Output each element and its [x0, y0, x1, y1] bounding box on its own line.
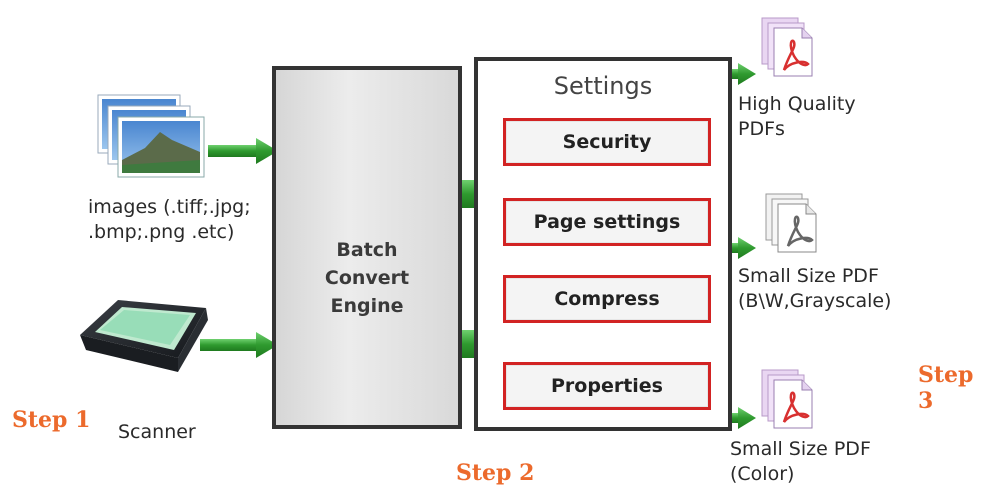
- settings-title: Settings: [553, 72, 653, 100]
- output-label-small-bw: Small Size PDF (B\W,Grayscale): [738, 264, 891, 314]
- input-arrow-scanner: [200, 332, 278, 358]
- output-label-1-line2: PDFs: [738, 118, 785, 140]
- output-label-3-line1: Small Size PDF: [730, 438, 871, 460]
- batch-convert-engine-box: [272, 66, 462, 429]
- pdf-document-icon: [765, 193, 817, 253]
- output-label-high-quality: High Quality PDFs: [738, 92, 856, 142]
- engine-label-line1: Batch: [336, 239, 398, 261]
- images-label-line1: images (.tiff;.jpg;: [88, 196, 251, 218]
- pdf-document-icon: [761, 17, 813, 77]
- images-label-line2: .bmp;.png .etc): [88, 221, 235, 243]
- page-settings-setting[interactable]: Page settings: [503, 198, 711, 246]
- output-label-3-line2: (Color): [730, 463, 795, 485]
- output-label-2-line1: Small Size PDF: [738, 265, 879, 287]
- properties-setting[interactable]: Properties: [503, 362, 711, 410]
- engine-label-line3: Engine: [330, 295, 404, 317]
- output-label-1-line1: High Quality: [738, 93, 856, 115]
- input-arrow-images: [208, 138, 278, 164]
- pdf-document-icon: [761, 369, 813, 429]
- engine-label: Batch Convert Engine: [272, 236, 462, 320]
- output-label-2-line2: (B\W,Grayscale): [738, 290, 892, 312]
- photo-stack-icon: [97, 94, 205, 178]
- step-2-label: Step 2: [456, 460, 535, 486]
- images-label: images (.tiff;.jpg; .bmp;.png .etc): [88, 195, 251, 245]
- compress-setting[interactable]: Compress: [503, 275, 711, 323]
- scanner-icon: [80, 300, 208, 372]
- step-3-label: Step 3: [918, 362, 974, 414]
- scanner-label: Scanner: [118, 421, 196, 443]
- step-1-label: Step 1: [12, 407, 91, 433]
- engine-label-line2: Convert: [324, 267, 410, 289]
- output-label-small-color: Small Size PDF (Color): [730, 437, 871, 487]
- security-setting[interactable]: Security: [503, 118, 711, 166]
